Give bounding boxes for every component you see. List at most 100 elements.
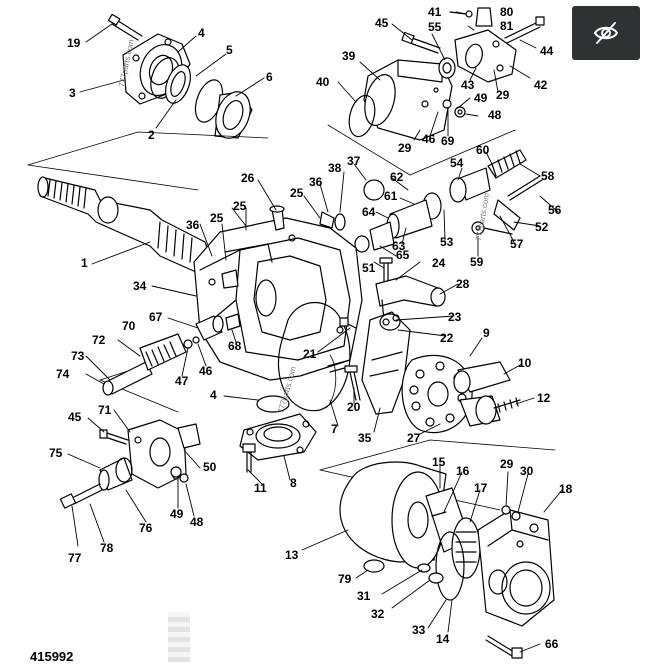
callout-label: 67 [149,310,163,324]
output-shaft-part [453,361,521,427]
callout-label: 44 [540,44,554,58]
callout-label: 49 [474,91,488,105]
callout-label: 9 [483,326,490,340]
callout-label: 2 [148,128,155,142]
callout-label: 46 [199,364,213,378]
valve-cover-part [363,59,453,141]
callout-label: 54 [450,156,464,170]
callout-label: 7 [331,422,338,436]
callout-label: 53 [440,235,454,249]
slide-rods [327,317,361,401]
callout-label: 64 [362,205,376,219]
callout-label: 42 [534,78,548,92]
callout-label: 48 [190,515,204,529]
callout-label: 70 [122,319,136,333]
callout-label: 46 [422,132,436,146]
callout-label: 33 [412,623,426,637]
callout-label: 3 [69,86,76,100]
callout-label: 10 [518,356,532,370]
callout-label: 50 [203,460,217,474]
callout-label: 81 [500,19,514,33]
end-cover-18-part [477,509,555,627]
callout-label: 49 [170,507,184,521]
figure-number: 415992 [30,649,74,664]
callout-label: 74 [56,367,70,381]
housing-plugs [221,205,335,289]
callout-label: 25 [233,199,247,213]
ring-79-part [363,559,385,573]
callout-label: 35 [358,431,372,445]
cover-bolts [401,7,545,54]
callout-label: 56 [548,203,562,217]
cylinder-block-13-part [339,461,447,569]
callout-label: 8 [290,476,297,490]
callout-label: 61 [384,189,398,203]
callout-label: 47 [175,374,189,388]
plug-67-part [195,313,241,341]
callout-label: 5 [226,43,233,57]
callout-label: 29 [398,141,412,155]
callout-label: 19 [67,36,81,50]
pin-parts-right [379,175,543,283]
callout-label: 38 [328,161,342,175]
spring-assembly-part [334,149,527,253]
callout-label: 43 [461,78,475,92]
small-washers-top [438,57,466,118]
callout-label: 12 [537,391,551,405]
valve-plate-part [401,354,473,434]
callout-label: 25 [290,186,304,200]
callout-label: 27 [407,431,421,445]
callout-label: 30 [520,464,534,478]
callout-label: 58 [541,169,555,183]
cover-plate-part [454,29,517,83]
callout-label: 15 [432,455,446,469]
callout-label: 71 [98,403,112,417]
flange-8-part [239,413,317,461]
callout-label: 24 [432,256,446,270]
callout-label: 17 [474,481,488,495]
callout-label: 37 [347,154,361,168]
bolt-11-part [242,443,256,473]
callout-label: 41 [428,5,442,19]
callout-label: 55 [428,20,442,34]
callout-label: 26 [241,171,255,185]
callout-label: 68 [228,339,242,353]
callout-label: 73 [71,349,85,363]
callout-label: 11 [254,481,267,495]
callout-label: 77 [68,551,82,565]
relief-valve-part [102,333,200,396]
callout-label: 4 [198,26,205,40]
callout-label: 52 [535,220,549,234]
callout-label: 79 [338,572,352,586]
callout-label: 22 [440,331,454,345]
bolt-part [107,13,143,41]
swash-plate-part [361,311,411,415]
control-lever-part [375,275,446,321]
callout-label: 51 [362,261,376,275]
callout-label: 72 [92,333,106,347]
callout-label: 29 [496,88,510,102]
spring-75-part [98,457,133,491]
callout-label: 76 [139,521,153,535]
bolt-77-part [59,483,103,509]
callout-label: 29 [500,457,514,471]
callout-label: 59 [470,255,484,269]
callout-label: 45 [375,16,389,30]
callout-label: 60 [476,143,490,157]
hide-image-button[interactable] [572,6,640,60]
callout-label: 18 [559,482,573,496]
callout-label: 48 [488,108,502,122]
callout-label: 20 [347,400,361,414]
o-ring-4-part [256,395,290,413]
callout-label: 1 [81,256,88,270]
callout-label: 23 [448,310,462,324]
callout-label: 57 [510,237,524,251]
valve-body-71-part [127,419,201,489]
eye-off-icon [593,22,619,44]
callout-label: 16 [456,464,470,478]
callout-label: 62 [390,170,404,184]
callout-label: 63 [392,239,406,253]
callout-label: 65 [396,248,410,262]
leader-lines [67,11,563,653]
